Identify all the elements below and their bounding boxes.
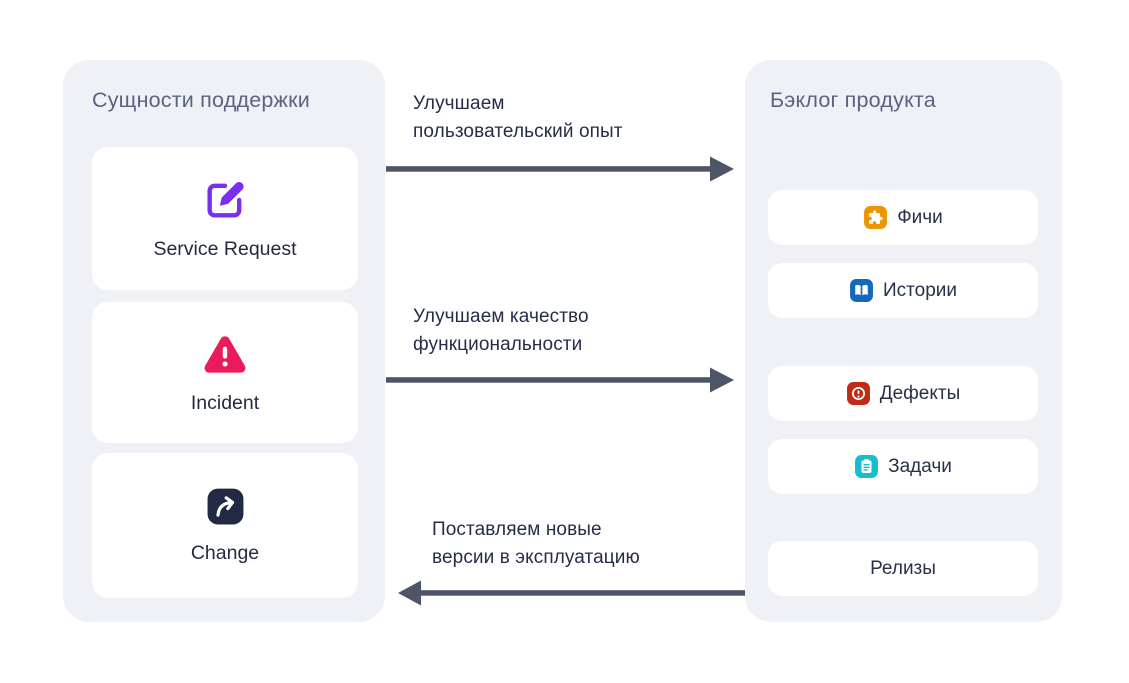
product-backlog-panel	[745, 60, 1062, 622]
open-book-icon	[850, 279, 873, 302]
releases-item: Релизы	[768, 541, 1038, 596]
incident-card: Incident	[92, 302, 358, 443]
service-request-card: Service Request	[92, 147, 358, 290]
arrow-right-icon	[386, 367, 734, 393]
releases-label: Релизы	[870, 557, 936, 579]
support-entities-title: Сущности поддержки	[92, 88, 310, 112]
warning-triangle-icon	[204, 335, 246, 373]
tasks-item: Задачи	[768, 439, 1038, 494]
incident-label: Incident	[190, 391, 260, 414]
flow-label-user-experience: Улучшаем пользовательский опыт	[413, 93, 623, 142]
flow-label-releases: Поставляем новые версии в эксплуатацию	[432, 519, 640, 568]
change-label: Change	[190, 542, 260, 564]
alert-circle-icon	[846, 382, 870, 405]
arrow-left-icon	[398, 580, 745, 606]
edit-pencil-icon	[207, 181, 244, 218]
features-label: Фичи	[897, 206, 943, 228]
features-item: Фичи	[768, 190, 1038, 245]
product-backlog-title: Бэклог продукта	[770, 88, 936, 112]
arrow-right-icon	[386, 156, 734, 182]
defects-item: Дефекты	[768, 366, 1038, 421]
stories-label: Истории	[882, 279, 957, 301]
curved-arrow-icon	[207, 488, 243, 525]
stories-item: Истории	[768, 263, 1038, 318]
flow-label-quality: Улучшаем качество функциональности	[413, 306, 589, 355]
tasks-label: Задачи	[888, 455, 952, 477]
change-card: Change	[92, 453, 358, 598]
clipboard-icon	[855, 455, 879, 478]
defects-label: Дефекты	[879, 382, 961, 404]
service-request-label: Service Request	[153, 237, 297, 260]
puzzle-icon	[864, 206, 888, 229]
